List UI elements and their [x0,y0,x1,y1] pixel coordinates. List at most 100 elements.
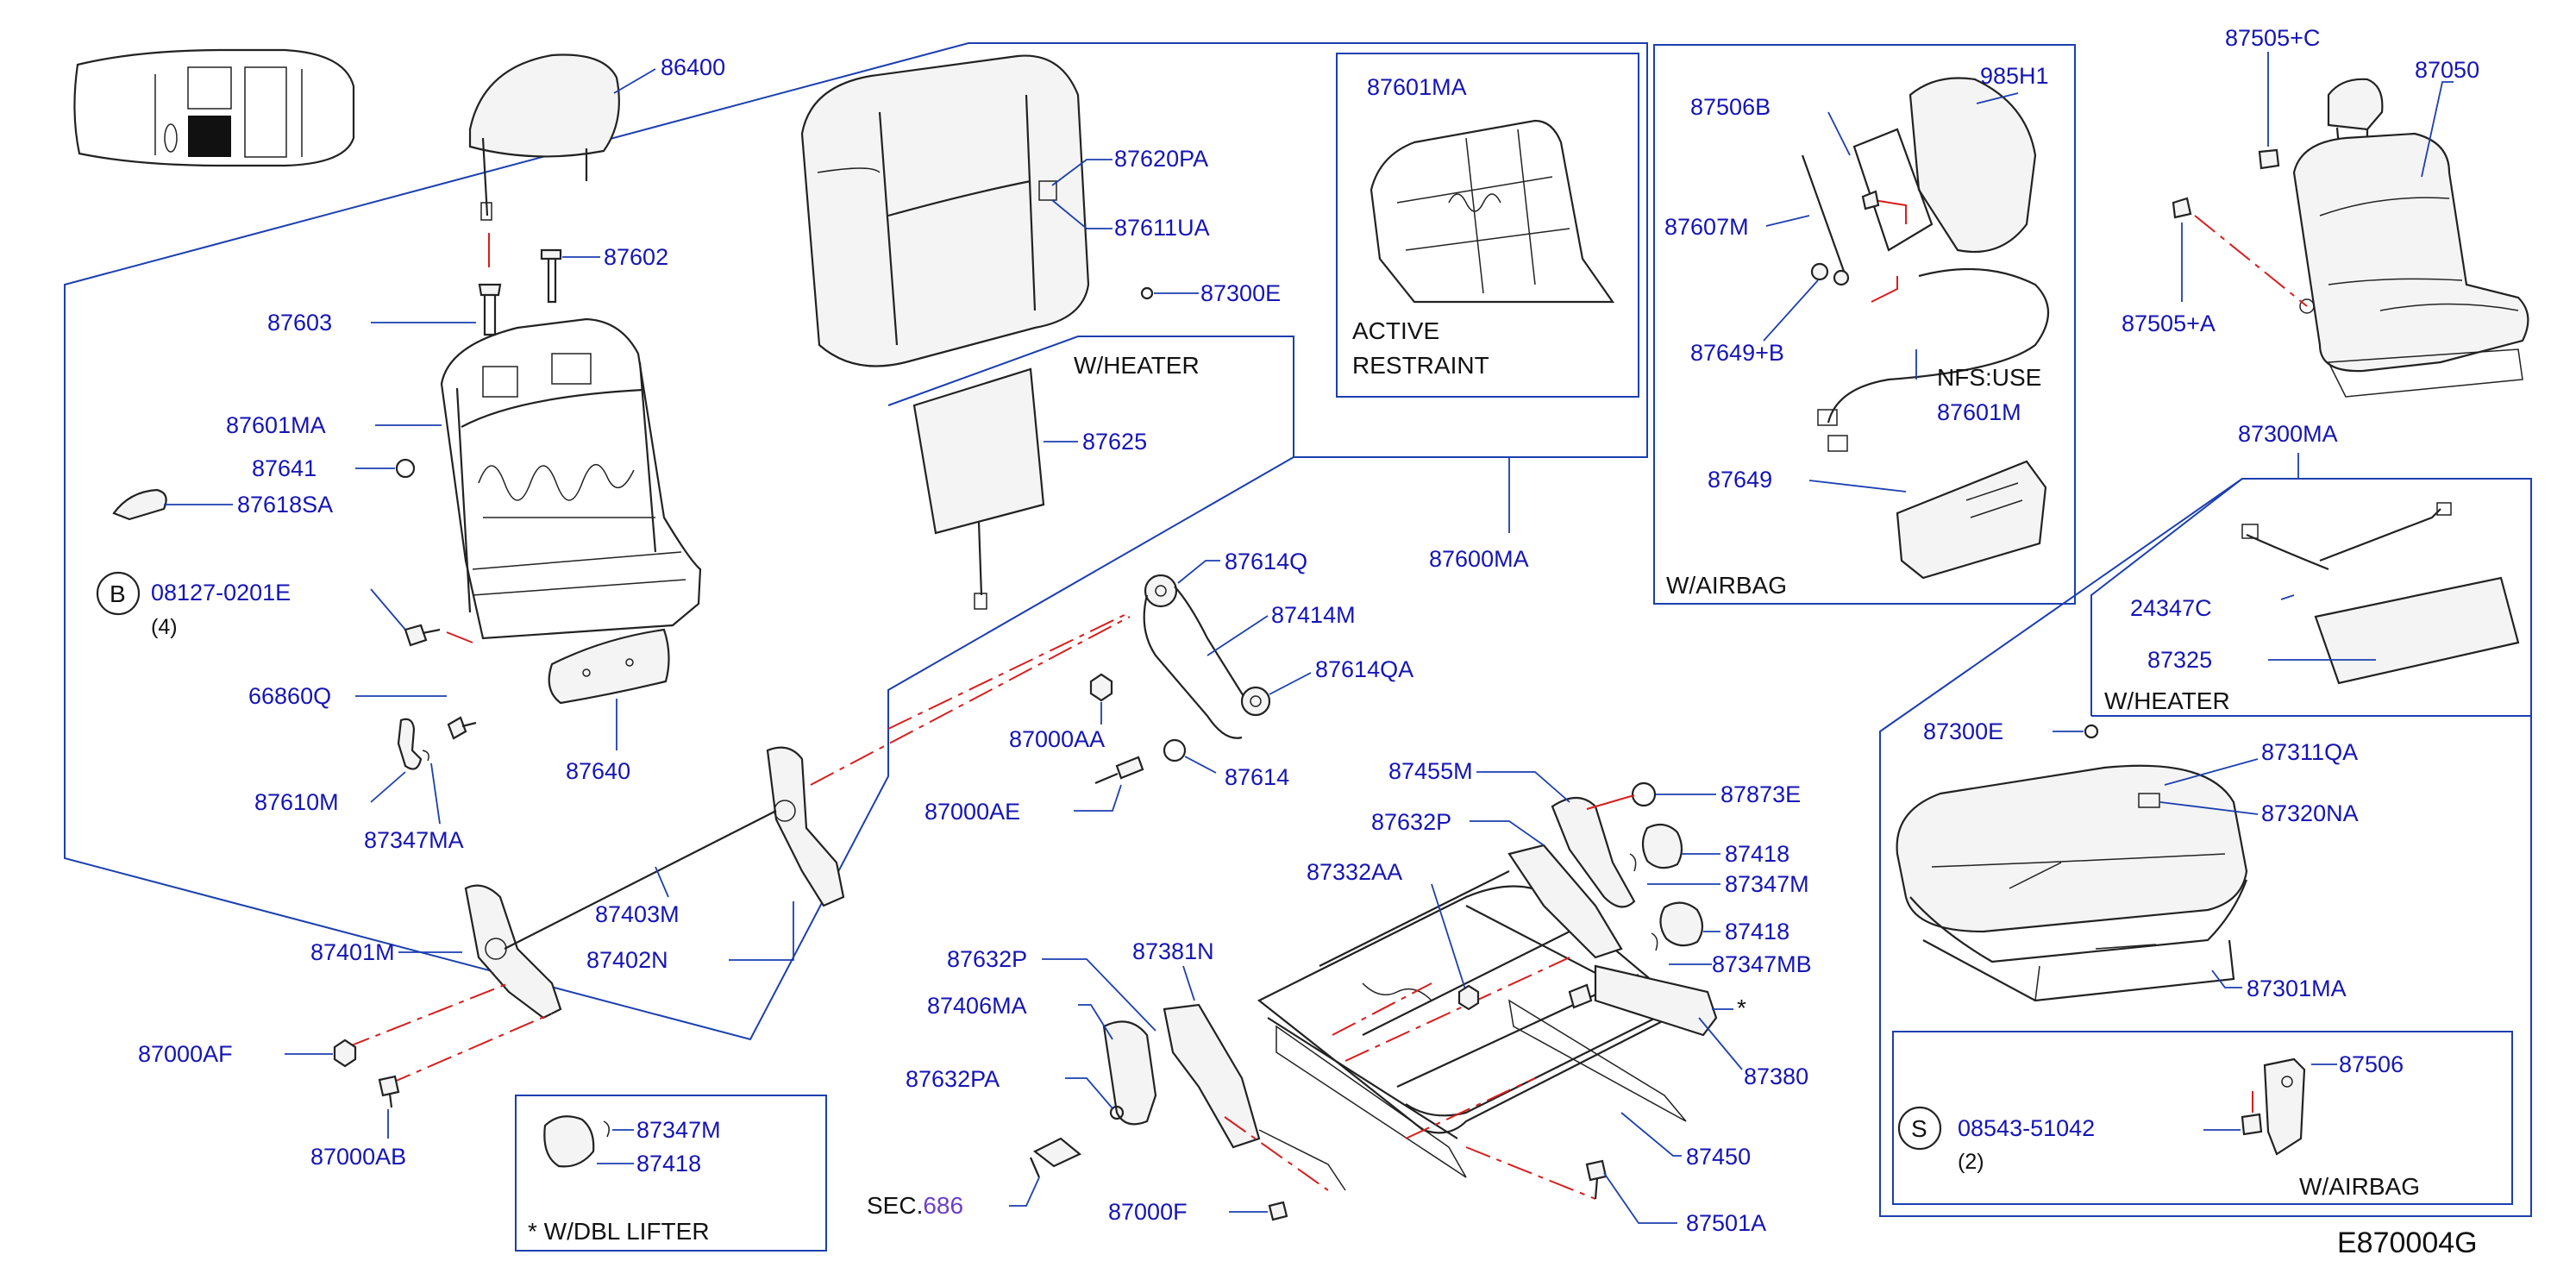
part-label-87455M[interactable]: 87455M [1388,758,1473,784]
part-label-87506[interactable]: 87506 [2339,1051,2404,1077]
part-label-985H1[interactable]: 985H1 [1980,63,2049,89]
part-label-87406MA[interactable]: 87406MA [927,993,1027,1019]
lifter-knob-icon [543,1115,610,1168]
part-label-87611UA[interactable]: 87611UA [1114,215,1210,241]
part-label-87380[interactable]: 87380 [1744,1064,1808,1089]
part-label-87640[interactable]: 87640 [566,758,630,784]
bolt-icon [1268,1201,1288,1221]
part-label-87632PA[interactable]: 87632PA [906,1066,1000,1092]
chain-drive-part [1143,574,1271,739]
part-label-87347MA[interactable]: 87347MA [364,827,464,853]
guide-bolt-icon [478,248,562,336]
part-label-24347C[interactable]: 24347C [2130,595,2212,621]
quantity-4: (4) [151,615,178,639]
bolt-icon [378,1075,400,1108]
active-restraint-frame-part [1369,119,1615,304]
active-restraint-label-2: RESTRAINT [1352,352,1489,379]
nut-icon [1457,984,1480,1011]
airbag-right-label: W/AIRBAG [2299,1173,2420,1200]
part-label-87600MA[interactable]: 87600MA [1429,546,1529,572]
symbol-b: B [110,580,126,607]
part-label-87450[interactable]: 87450 [1686,1144,1751,1170]
part-label-08127-0201E[interactable]: 08127-0201E [151,580,291,605]
part-label-87602[interactable]: 87602 [604,244,668,270]
part-label-87625[interactable]: 87625 [1082,429,1147,455]
airbag-top-label: W/AIRBAG [1666,572,1787,599]
part-label-87402N[interactable]: 87402N [586,947,668,973]
part-label-87300E-right[interactable]: 87300E [1923,718,2003,744]
part-label-87050[interactable]: 87050 [2415,57,2479,83]
dbl-lifter-star: * [1737,995,1746,1021]
part-label-87632P-top[interactable]: 87632P [1371,809,1451,835]
symbol-s: S [1911,1115,1927,1142]
part-label-87601MA-restraint[interactable]: 87601MA [1367,74,1467,100]
part-label-87000AB[interactable]: 87000AB [310,1144,406,1170]
cushion-heater-part [2241,502,2520,685]
part-label-87614[interactable]: 87614 [1225,764,1289,790]
lifter-knob-icon [1641,823,1683,869]
screw-icon [447,716,477,740]
part-label-87320NA[interactable]: 87320NA [2261,800,2359,826]
part-label-66860Q[interactable]: 66860Q [248,683,331,709]
part-label-87505C[interactable]: 87505+C [2225,25,2320,51]
part-label-87300MA[interactable]: 87300MA [2238,421,2338,447]
part-label-87301MA[interactable]: 87301MA [2247,976,2347,1001]
part-label-87614Q[interactable]: 87614Q [1225,549,1307,574]
part-label-87649B[interactable]: 87649+B [1690,340,1784,366]
slide-rail-part [1568,964,1718,1037]
screw-icon [2241,1113,2263,1136]
part-label-87641[interactable]: 87641 [252,455,317,481]
part-label-87505A[interactable]: 87505+A [2122,311,2216,336]
part-label-87501A[interactable]: 87501A [1686,1210,1766,1236]
part-label-87000F[interactable]: 87000F [1108,1199,1188,1225]
part-label-87418-lifter[interactable]: 87418 [636,1151,701,1176]
part-label-87620PA[interactable]: 87620PA [1114,146,1208,172]
sec-number[interactable]: 686 [923,1192,963,1219]
part-label-87000AA[interactable]: 87000AA [1009,726,1105,752]
part-label-87401M[interactable]: 87401M [310,939,395,965]
part-label-87632P-left[interactable]: 87632P [947,946,1027,972]
part-label-87506B[interactable]: 87506B [1690,94,1771,120]
part-label-87347M[interactable]: 87347M [1725,871,1809,897]
part-label-86400[interactable]: 86400 [661,54,725,80]
part-label-87618SA[interactable]: 87618SA [237,492,333,518]
airbag-top-box [1653,44,2076,605]
part-label-87607M[interactable]: 87607M [1664,214,1749,240]
seatback-frame-part [440,317,702,640]
part-label-87610M[interactable]: 87610M [254,789,339,815]
part-label-87381N[interactable]: 87381N [1132,938,1214,964]
part-label-87347M-lifter[interactable]: 87347M [636,1117,721,1143]
part-label-87418-top[interactable]: 87418 [1725,841,1789,867]
spring-icon [1629,853,1637,872]
seat-heater-pad-part [912,367,1045,610]
nfs-use-label: NFS:USE [1937,364,2041,391]
part-label-87603[interactable]: 87603 [267,310,332,336]
plug-icon [395,458,416,479]
part-label-87601M[interactable]: 87601M [1937,399,2021,425]
part-label-87300E-top[interactable]: 87300E [1200,280,1281,306]
dbl-lifter-box [515,1095,827,1252]
bolt-icon [1810,190,1880,286]
part-label-87000AE[interactable]: 87000AE [924,799,1020,825]
stud-bolt-icon [1094,756,1144,785]
seatback-group-outline [64,42,1648,1041]
part-label-87649[interactable]: 87649 [1708,467,1772,493]
sec-prefix: SEC. [867,1192,923,1219]
part-label-87332AA[interactable]: 87332AA [1307,859,1402,885]
part-label-87000AF[interactable]: 87000AF [138,1041,233,1067]
part-label-08543-51042[interactable]: 08543-51042 [1958,1115,2095,1141]
airbag-right-box [1892,1031,2513,1205]
clip-icon [112,488,167,521]
part-label-87403M[interactable]: 87403M [595,901,680,927]
part-label-87418-bottom[interactable]: 87418 [1725,919,1789,944]
part-label-87873E[interactable]: 87873E [1720,781,1801,807]
part-label-87614QA[interactable]: 87614QA [1315,656,1413,682]
headrest-part [468,53,656,267]
part-label-87311QA[interactable]: 87311QA [2261,739,2358,765]
part-label-87325[interactable]: 87325 [2147,647,2212,673]
part-label-87601MA-frame[interactable]: 87601MA [226,412,326,438]
part-label-87414M[interactable]: 87414M [1271,602,1356,628]
part-label-87347MB[interactable]: 87347MB [1712,951,1812,977]
recliner-rod [504,810,777,950]
ring-icon [1109,1105,1125,1120]
